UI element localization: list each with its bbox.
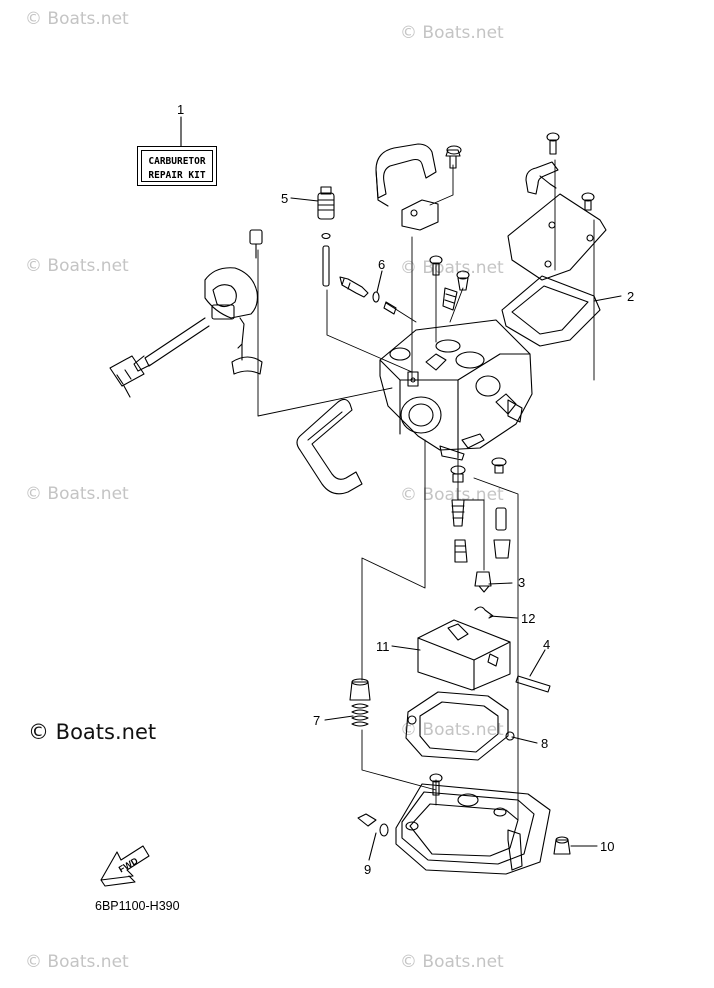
- part-plate: [507, 193, 607, 281]
- watermark: © Boats.net: [25, 9, 129, 29]
- part-float-bowl: [395, 773, 551, 875]
- part-jets: [450, 457, 511, 563]
- callout-4: 4: [543, 637, 551, 652]
- callout-11: 11: [376, 639, 390, 654]
- part-bracket-top: [375, 143, 462, 231]
- watermark: © Boats.net: [25, 256, 129, 276]
- part-bracket-right: [525, 132, 595, 211]
- watermark: © Boats.net: [25, 484, 129, 504]
- callout-10: 10: [600, 839, 615, 854]
- part-2-gasket: [501, 275, 601, 347]
- part-screws: [429, 255, 470, 311]
- callout-9: 9: [364, 862, 372, 877]
- leader-lines: [180, 116, 622, 861]
- assembly-lines: [257, 159, 595, 821]
- watermark: © Boats.net: [400, 23, 504, 43]
- part-5-jet: [317, 186, 335, 287]
- part-9-screw: [357, 813, 389, 837]
- watermark: © Boats.net: [400, 258, 504, 278]
- part-10-screw: [553, 836, 571, 855]
- callout-7: 7: [313, 713, 321, 728]
- fwd-arrow-icon: [100, 845, 150, 887]
- part-6-screw: [339, 276, 397, 315]
- part-sensor-lead: [109, 229, 263, 398]
- callout-6: 6: [378, 257, 386, 272]
- repair-kit-label: CARBURETOR REPAIR KIT: [137, 146, 217, 186]
- callout-8: 8: [541, 736, 549, 751]
- diagram-code: 6BP1100-H390: [95, 899, 180, 913]
- part-4-pin: [515, 675, 551, 693]
- callout-5: 5: [281, 191, 289, 206]
- part-11-float: [417, 619, 511, 691]
- callout-12: 12: [521, 611, 536, 626]
- callout-3: 3: [518, 575, 526, 590]
- repair-kit-line2: REPAIR KIT: [148, 170, 206, 181]
- brand-watermark: © Boats.net: [28, 720, 157, 744]
- callout-1: 1: [177, 102, 185, 117]
- callout-2: 2: [627, 289, 635, 304]
- watermark: © Boats.net: [25, 952, 129, 972]
- part-hose: [296, 398, 363, 495]
- part-3-needle: [474, 571, 492, 593]
- part-8-gasket: [405, 691, 515, 761]
- part-7-spring: [349, 678, 371, 727]
- part-carburetor-body: [379, 319, 533, 461]
- watermark: © Boats.net: [400, 952, 504, 972]
- repair-kit-line1: CARBURETOR: [148, 156, 206, 167]
- watermark: © Boats.net: [400, 720, 504, 740]
- part-12-clip: [474, 606, 494, 619]
